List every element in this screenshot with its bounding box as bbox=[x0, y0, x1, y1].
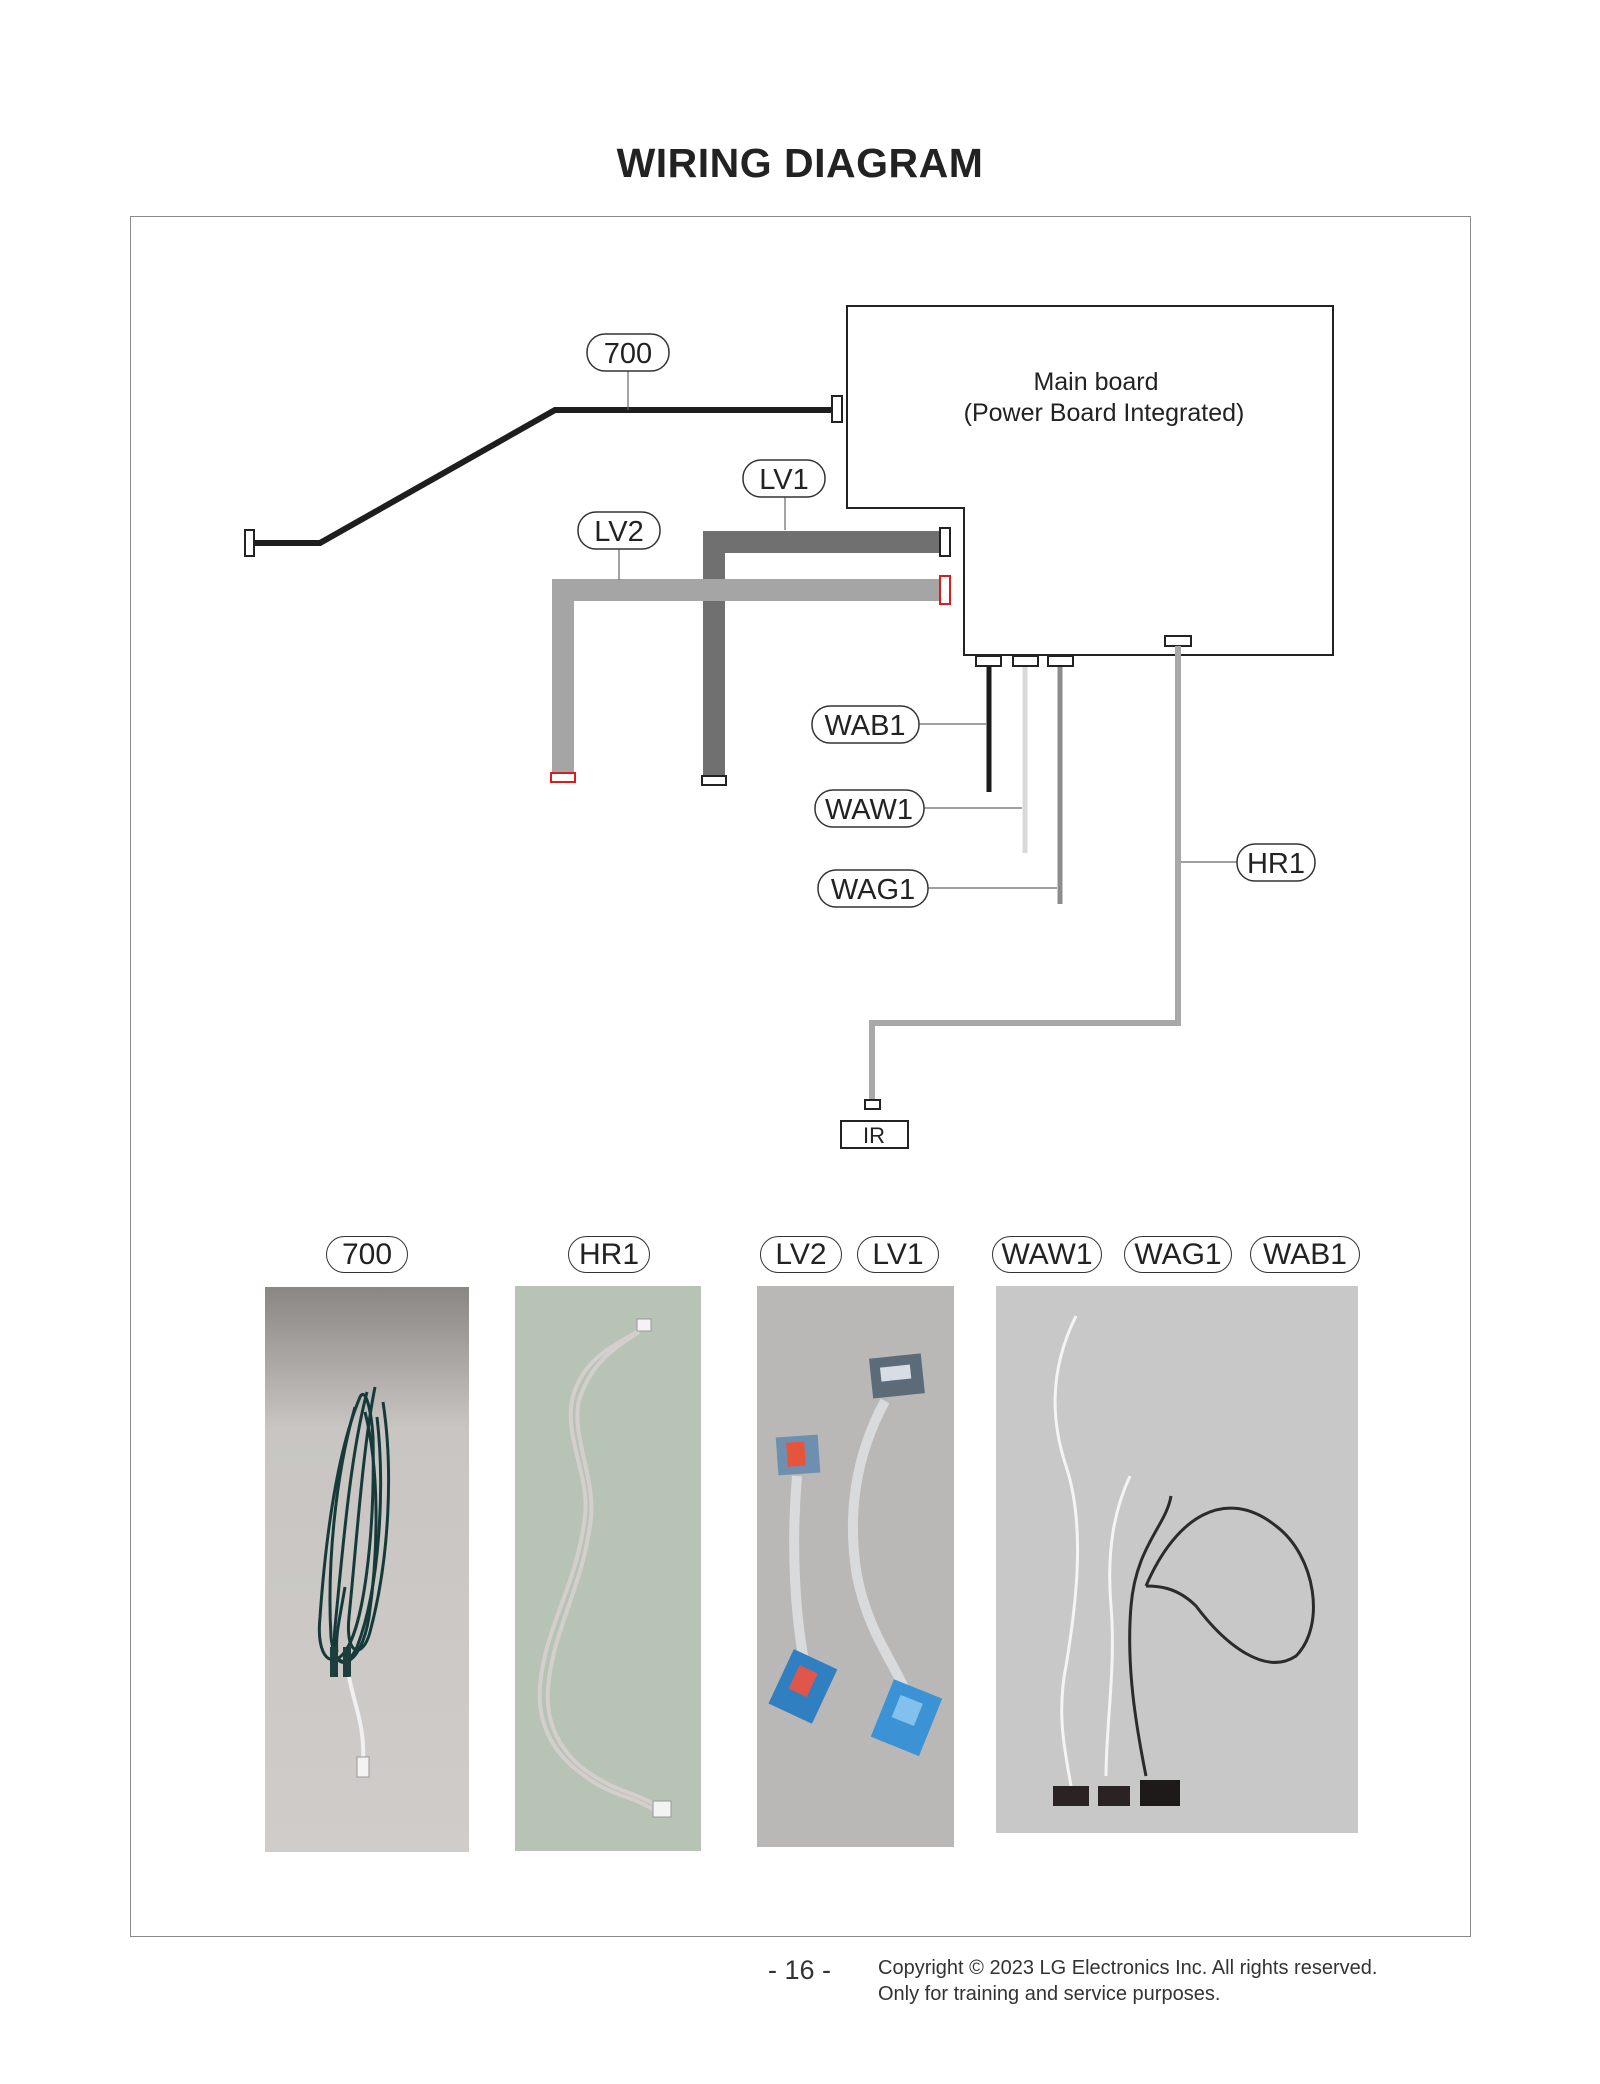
label-wag1: WAG1 bbox=[831, 874, 915, 906]
connector-wab1 bbox=[975, 655, 1002, 667]
photo-label-wab1: WAB1 bbox=[1250, 1236, 1360, 1273]
copyright-line-2: Only for training and service purposes. bbox=[878, 1983, 1221, 2005]
photo-waw1-wag1-wab1 bbox=[996, 1286, 1358, 1833]
ir-box bbox=[840, 1120, 909, 1149]
main-board-title: Main board bbox=[1033, 368, 1158, 396]
cable-lv2 bbox=[552, 579, 944, 775]
main-board bbox=[846, 305, 1334, 656]
cable-lv1 bbox=[703, 531, 944, 777]
page-number: - 16 - bbox=[768, 1955, 832, 1985]
connector-lv1-board bbox=[939, 527, 951, 557]
photo-lv2-lv1 bbox=[757, 1286, 954, 1847]
photo-700 bbox=[265, 1287, 469, 1852]
photo-label-waw1: WAW1 bbox=[992, 1236, 1102, 1273]
photo-hr1 bbox=[515, 1286, 701, 1851]
connector-lv1-end bbox=[701, 775, 727, 786]
label-waw1: WAW1 bbox=[825, 794, 913, 826]
diagram-frame bbox=[130, 216, 1471, 1937]
label-wag1-bubble bbox=[817, 869, 929, 908]
photo-label-hr1: HR1 bbox=[568, 1236, 650, 1273]
copyright: Copyright © 2023 LG Electronics Inc. All… bbox=[878, 1955, 1377, 2007]
connector-lv2-board bbox=[939, 575, 951, 605]
label-lv2: LV2 bbox=[594, 516, 643, 548]
main-board-subtitle: (Power Board Integrated) bbox=[964, 399, 1245, 427]
connector-lv2-end bbox=[550, 772, 576, 783]
photo-label-lv1: LV1 bbox=[857, 1236, 939, 1273]
label-wab1: WAB1 bbox=[824, 710, 905, 742]
label-ir: IR bbox=[863, 1123, 885, 1148]
label-wab1-bubble bbox=[811, 705, 920, 744]
label-lv1: LV1 bbox=[759, 464, 808, 496]
connector-700-end bbox=[244, 529, 255, 557]
photo-label-lv2: LV2 bbox=[760, 1236, 842, 1273]
label-hr1: HR1 bbox=[1247, 848, 1305, 880]
label-700: 700 bbox=[604, 338, 652, 370]
label-lv2-bubble bbox=[577, 511, 661, 550]
cable-700 bbox=[252, 407, 835, 546]
connector-ir bbox=[864, 1099, 881, 1110]
photo-label-wag1: WAG1 bbox=[1124, 1236, 1232, 1273]
copyright-line-1: Copyright © 2023 LG Electronics Inc. All… bbox=[878, 1957, 1378, 1979]
connector-700-board bbox=[831, 395, 843, 423]
label-waw1-bubble bbox=[814, 789, 925, 828]
connector-wag1 bbox=[1047, 655, 1074, 667]
label-700-bubble bbox=[586, 333, 670, 372]
connector-waw1 bbox=[1012, 655, 1039, 667]
page-title: WIRING DIAGRAM bbox=[616, 140, 984, 186]
photo-label-700: 700 bbox=[326, 1236, 408, 1273]
cable-hr1 bbox=[869, 646, 1181, 1100]
label-hr1-bubble bbox=[1236, 843, 1316, 882]
label-lv1-bubble bbox=[742, 459, 826, 498]
connector-hr1-board bbox=[1164, 635, 1192, 647]
